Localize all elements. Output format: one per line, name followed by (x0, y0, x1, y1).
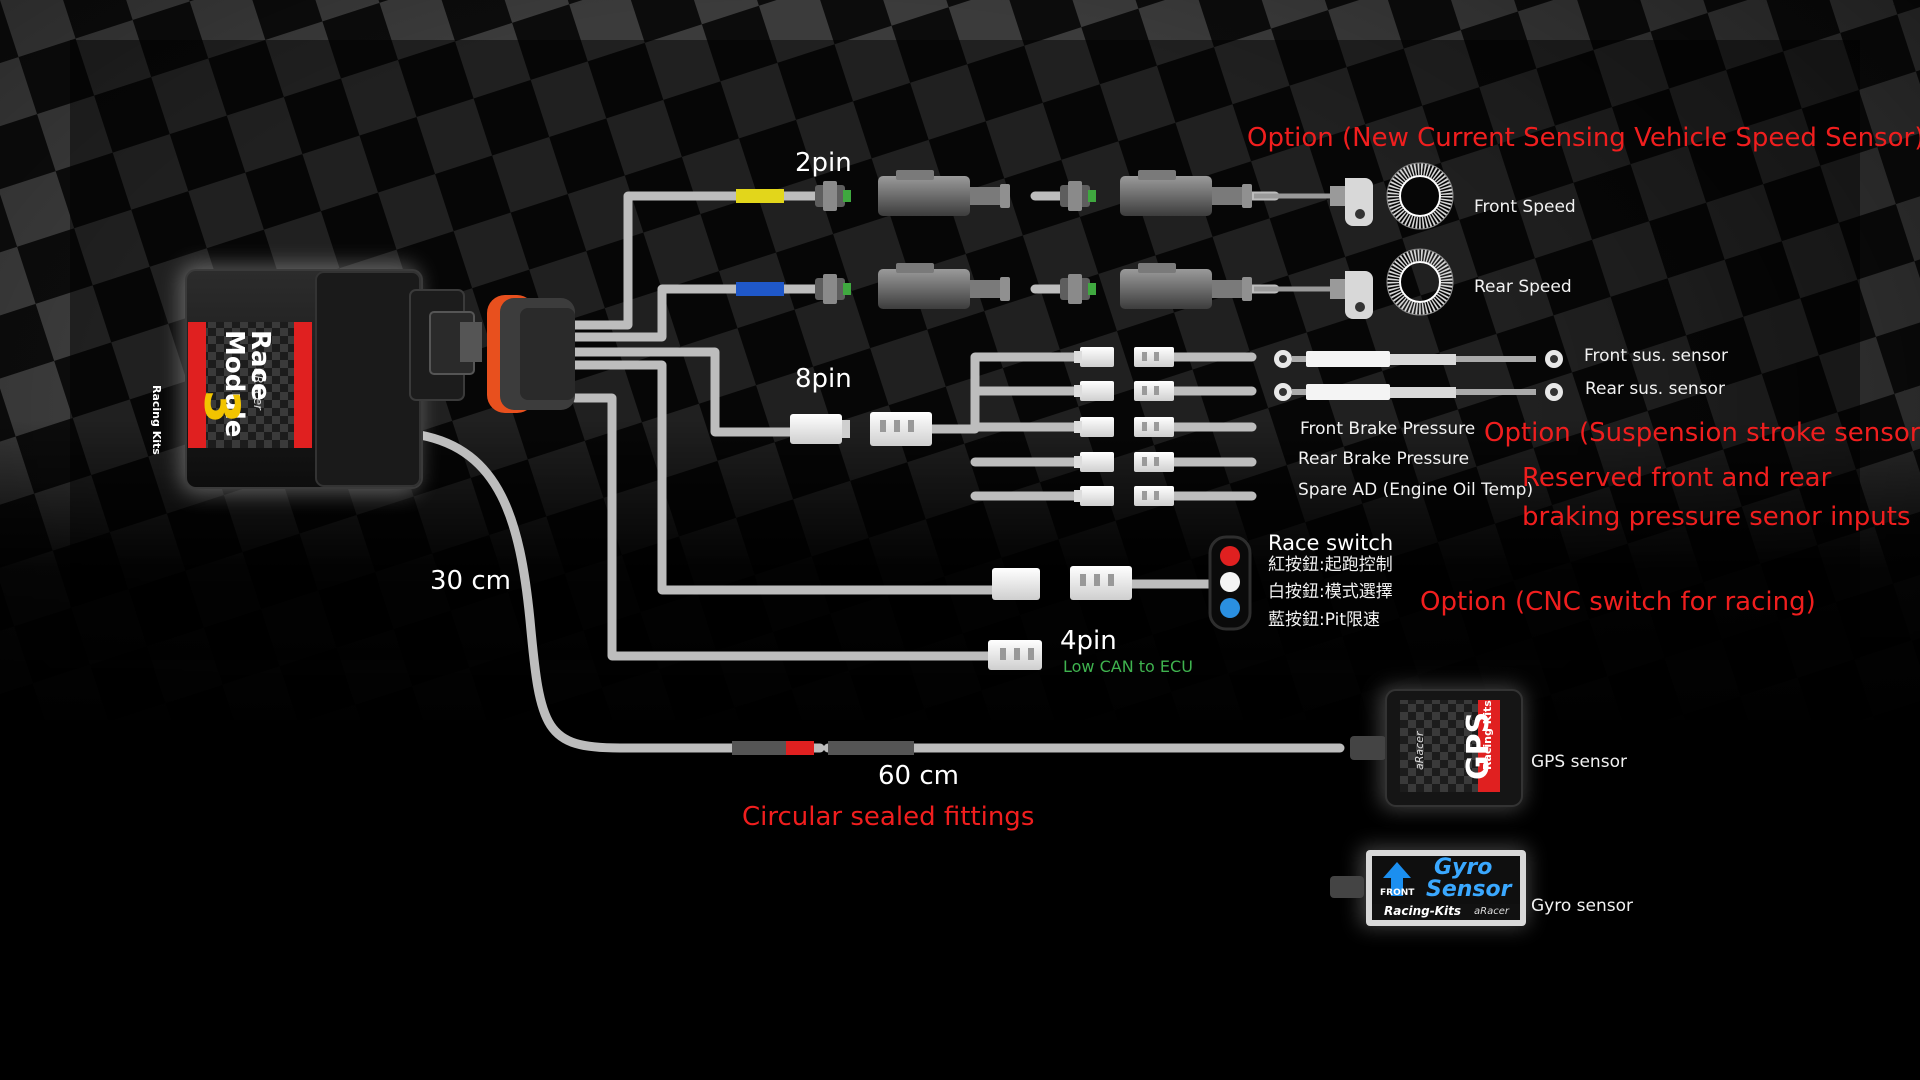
gyro-sensor-unit (1330, 847, 1528, 927)
front-sus-label: Front sus. sensor (1584, 346, 1729, 366)
front-suspension-sensor (1274, 350, 1563, 368)
gyro-brand: aRacer (1474, 906, 1509, 917)
4pin-connector (988, 640, 1042, 670)
rear-speed-label: Rear Speed (1474, 277, 1572, 297)
8pin-connector-pair (790, 412, 932, 446)
blue-button-label: 藍按鈕:Pit限速 (1268, 610, 1380, 630)
red-button-icon (1220, 546, 1240, 566)
rear-speed-sensor-head (1330, 271, 1373, 319)
gps-sensor-unit (1350, 687, 1524, 809)
race-switch-connectors (992, 566, 1132, 600)
module-number: 3 (193, 390, 249, 424)
sealed-fitting-right (828, 741, 914, 755)
front-brake-label: Front Brake Pressure (1300, 419, 1476, 439)
gyro-sensor-label: Gyro sensor (1531, 896, 1633, 916)
race-switch-label: Race switch (1268, 531, 1394, 555)
front-arrow-icon (1383, 862, 1411, 896)
race-switch (1208, 535, 1252, 631)
gyro-title-2: Sensor (1426, 877, 1512, 902)
gps-sensor-label: GPS sensor (1531, 752, 1627, 772)
length-60cm: 60 cm (878, 761, 959, 791)
gps-brand: aRacer (1413, 731, 1426, 770)
length-30cm: 30 cm (430, 566, 511, 596)
gyro-sub: Racing-Kits (1384, 904, 1461, 918)
option-cnc-switch: Option (CNC switch for racing) (1420, 587, 1816, 617)
white-button-icon (1220, 572, 1240, 592)
race-module-3: Racing Kits (150, 264, 575, 494)
8pin-label: 8pin (795, 364, 852, 394)
blue-button-icon (1220, 598, 1240, 618)
can-label: Low CAN to ECU (1063, 657, 1193, 676)
sealed-fitting-left (732, 741, 790, 755)
option-suspension: Option (Suspension stroke sensor) (1484, 418, 1920, 448)
front-speed-label: Front Speed (1474, 197, 1576, 217)
front-speed-sensor-head (1330, 178, 1373, 226)
4pin-label: 4pin (1060, 626, 1117, 656)
rear-sus-label: Rear sus. sensor (1585, 379, 1725, 399)
spare-ad-label: Spare AD (Engine Oil Temp) (1298, 480, 1534, 500)
circular-sealed-fittings: Circular sealed fittings (742, 802, 1035, 832)
gyro-title-1: Gyro (1434, 855, 1493, 880)
sealed-fitting-red-band (786, 741, 814, 755)
rear-suspension-sensor (1274, 383, 1563, 401)
yellow-wire-tag (736, 189, 784, 203)
gps-sub: Racing Kits (1481, 700, 1494, 770)
svg-text:Racing Kits: Racing Kits (150, 385, 163, 455)
blue-wire-tag (736, 282, 784, 296)
option-speed-sensor: Option (New Current Sensing Vehicle Spee… (1247, 123, 1920, 153)
2pin-label: 2pin (795, 148, 852, 178)
red-button-label: 紅按鈕:起跑控制 (1268, 555, 1393, 575)
reserved-brake-line2: braking pressure senor inputs (1522, 502, 1911, 532)
gyro-front-label: FRONT (1380, 888, 1415, 898)
rear-brake-label: Rear Brake Pressure (1298, 449, 1470, 469)
white-button-label: 白按鈕:模式選擇 (1268, 582, 1393, 602)
reserved-brake-line1: Reserved front and rear (1522, 463, 1832, 493)
